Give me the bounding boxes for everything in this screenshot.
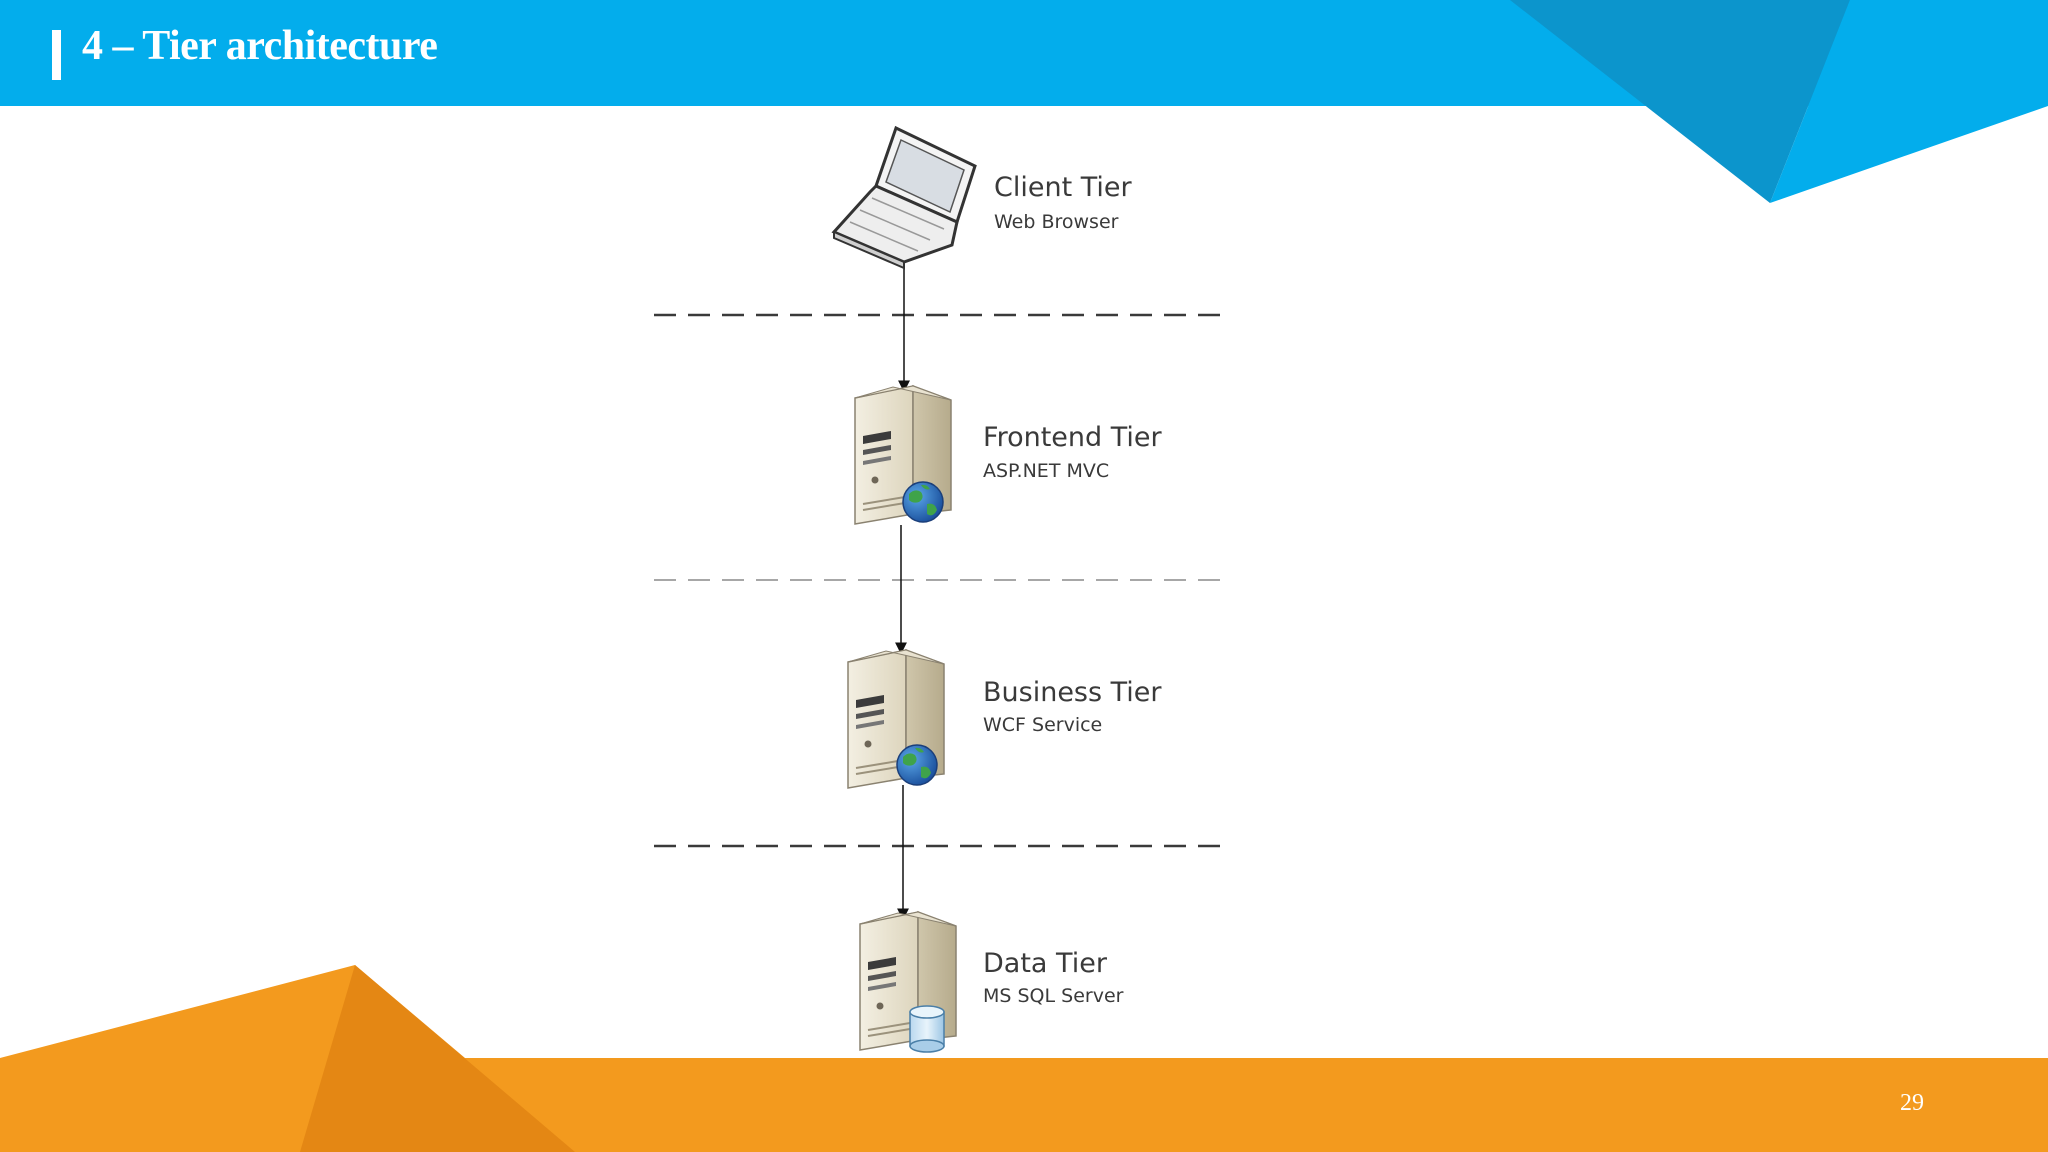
header-banner xyxy=(0,0,2048,203)
tier-tech: Web Browser xyxy=(994,211,1119,233)
slide-title: 4 – Tier architecture xyxy=(82,23,438,69)
web-server-icon xyxy=(854,385,952,525)
tier-name: Data Tier xyxy=(983,948,1107,979)
tier-tech: MS SQL Server xyxy=(983,985,1124,1007)
title-accent-bar xyxy=(52,30,61,80)
tier-name: Client Tier xyxy=(994,172,1132,203)
database-cylinder-icon xyxy=(909,1005,945,1053)
laptop-icon xyxy=(831,125,977,270)
page-number: 29 xyxy=(1900,1090,1924,1116)
tier-separators xyxy=(654,313,1232,848)
tier-name: Frontend Tier xyxy=(983,422,1162,453)
footer-banner xyxy=(0,965,2048,1152)
tier-name: Business Tier xyxy=(983,677,1162,708)
connectors xyxy=(895,262,910,921)
tier-tech: ASP.NET MVC xyxy=(983,460,1110,482)
web-server-icon xyxy=(847,649,945,789)
tier-tech: WCF Service xyxy=(983,714,1103,736)
database-server-icon xyxy=(859,911,957,1053)
